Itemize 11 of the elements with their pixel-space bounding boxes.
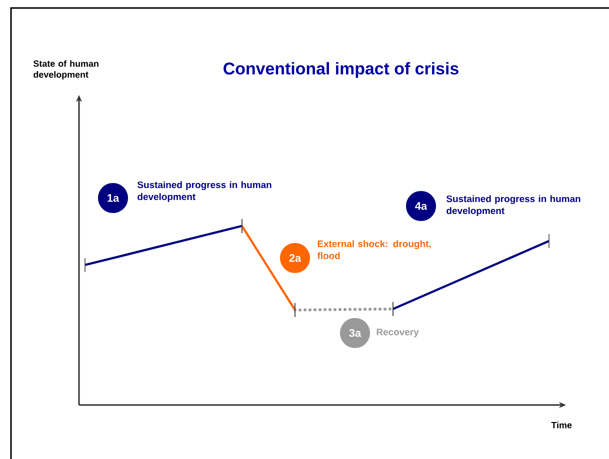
step-description: External shock: drought, flood: [317, 240, 431, 260]
axis-label: State of human development: [33, 60, 98, 80]
step-badge: 4a: [406, 191, 436, 221]
step-badge: 1a: [98, 183, 128, 213]
slide-title: Conventional impact of crisis: [224, 62, 458, 78]
step-description: Sustained progress in human development: [446, 195, 580, 216]
step-description: Sustained progress in human development: [137, 181, 272, 202]
step-description: Recovery: [376, 328, 419, 338]
axis-label: Time: [551, 422, 572, 428]
step-badge: 2a: [280, 243, 310, 273]
step-badge: 3a: [340, 318, 370, 348]
